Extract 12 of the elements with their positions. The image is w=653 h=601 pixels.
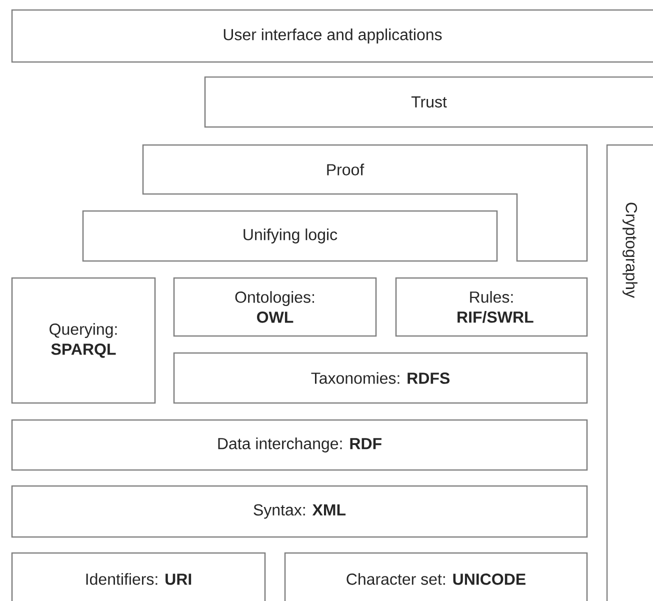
layer-box: Taxonomies: RDFS: [173, 352, 588, 404]
layer-box: Trust: [204, 76, 653, 128]
layer-box: Querying: SPARQL: [11, 277, 156, 404]
layer-box: Rules: RIF/SWRL: [395, 277, 588, 337]
layer-box: Cryptography: [606, 144, 653, 601]
layer-box: Syntax: XML: [11, 485, 588, 538]
layer-box: Data interchange: RDF: [11, 419, 588, 471]
layer-box: Character set: UNICODE: [284, 552, 588, 601]
layer-box: Identifiers: URI: [11, 552, 266, 601]
layer-box: Ontologies: OWL: [173, 277, 377, 337]
layer-box: Unifying logic: [82, 210, 498, 262]
layer-box: User interface and applications: [11, 9, 653, 63]
